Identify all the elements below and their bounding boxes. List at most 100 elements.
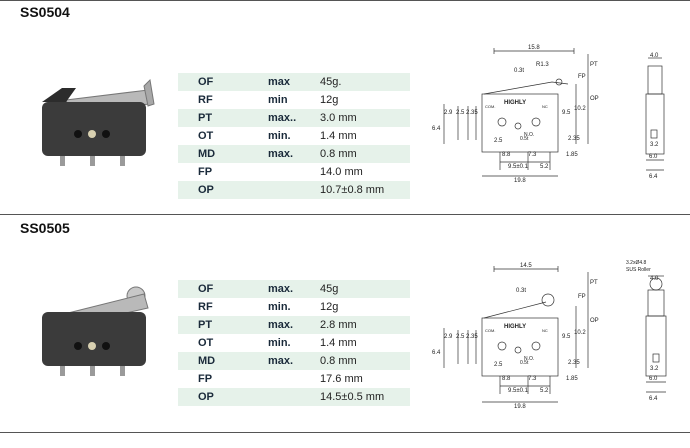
dim-0-5t: 0.5t [520, 136, 529, 142]
dim-7-3: 7.3 [528, 152, 537, 158]
dim-top-width: 14.5 [520, 263, 532, 269]
side-view-drawing: 3.2xØ4.8 SUS Roller 4.0 3.2 6.0 6.4 [626, 260, 667, 402]
top-divider [0, 0, 690, 1]
side-dim-mid: 3.2 [650, 366, 659, 372]
dim-2-9: 2.9 [444, 334, 453, 340]
dim-2-5: 2.5 [456, 110, 465, 116]
bottom-divider [0, 432, 690, 433]
dim-fp: FP [578, 74, 586, 80]
dim-0-5t: 0.5t [520, 360, 529, 366]
spec-value: 12g [320, 94, 339, 106]
side-view-drawing: 4.0 3.2 6.0 6.4 [645, 53, 665, 180]
brand-mark: HIGHLY [504, 324, 526, 330]
dim-6-4: 6.4 [432, 126, 441, 132]
terminal-nc: NC [542, 328, 548, 333]
spec-qualifier [268, 388, 320, 406]
dim-8-8: 8.8 [502, 376, 511, 382]
spec-key: OF [178, 280, 268, 298]
dim-5-2: 5.2 [540, 164, 549, 170]
dim-5-2: 5.2 [540, 388, 549, 394]
dim-10-2: 10.2 [574, 106, 586, 112]
dim-7-3: 7.3 [528, 376, 537, 382]
spec-value: 10.7±0.8 mm [320, 181, 410, 199]
model-title: SS0504 [20, 4, 70, 20]
spec-value: 12g [320, 301, 339, 313]
dim-9-5-tol: 9.5±0.1 [508, 388, 529, 394]
spec-qualifier: min. [268, 337, 291, 349]
spec-key: RF [198, 94, 213, 106]
dimension-drawing: 15.8 R1.3 0.3t PT OP FP HIGHLY COM. NC N… [432, 45, 599, 184]
spec-value: 1.4 mm [320, 130, 357, 142]
dim-10-2: 10.2 [574, 330, 586, 336]
dim-lever-thickness: 0.3t [516, 288, 526, 294]
dim-radius: R1.3 [536, 62, 549, 68]
dim-2-5: 2.5 [456, 334, 465, 340]
spec-qualifier: max.. [268, 109, 320, 127]
roller-size: 3.2xØ4.8 [626, 260, 647, 266]
spec-value: 45g [320, 280, 410, 298]
spec-qualifier: max. [268, 316, 320, 334]
side-dim-mid: 3.2 [650, 142, 659, 148]
dim-op: OP [590, 318, 599, 324]
switch-photo-lever [42, 78, 155, 166]
spec-row: OP 10.7±0.8 mm [178, 181, 410, 199]
spec-value: 17.6 mm [320, 373, 363, 385]
dim-2-9: 2.9 [444, 110, 453, 116]
dim-pt: PT [590, 280, 598, 286]
terminal-no: N.O. [524, 132, 534, 138]
dim-2-35: 2.35 [466, 334, 478, 340]
side-dim-total: 6.4 [649, 174, 658, 180]
spec-value: 45g. [320, 73, 410, 91]
spec-key: MD [178, 352, 268, 370]
spec-qualifier: max [268, 73, 320, 91]
spec-row: FP 14.0 mm [178, 163, 410, 181]
spec-key: OP [178, 388, 268, 406]
spec-key: OF [178, 73, 268, 91]
spec-key: PT [178, 316, 268, 334]
side-dim-total: 6.4 [649, 396, 658, 402]
spec-key: OP [178, 181, 268, 199]
spec-row: RF min 12g [178, 91, 410, 109]
spec-value: 2.8 mm [320, 316, 410, 334]
terminal-com: COM. [485, 104, 495, 109]
terminal-com: COM. [485, 328, 495, 333]
spec-qualifier [268, 181, 320, 199]
spec-qualifier: min. [268, 130, 291, 142]
dim-9-5: 9.5 [562, 334, 571, 340]
dimension-drawing: 14.5 0.3t PT OP FP HIGHLY COM. NC N.O. 2… [432, 263, 599, 410]
dim-fp: FP [578, 294, 586, 300]
dim-19-8: 19.8 [514, 178, 526, 184]
dim-lever-thickness: 0.3t [514, 68, 524, 74]
terminal-nc: NC [542, 104, 548, 109]
spec-key: FP [198, 166, 213, 178]
spec-value: 3.0 mm [320, 109, 410, 127]
dim-op: OP [590, 96, 599, 102]
spec-value: 14.5±0.5 mm [320, 388, 410, 406]
dim-1-85: 1.85 [566, 376, 578, 382]
spec-value: 0.8 mm [320, 145, 410, 163]
dim-1-85: 1.85 [566, 152, 578, 158]
side-dim-top: 4.0 [650, 53, 659, 59]
spec-value: 14.0 mm [320, 166, 363, 178]
spec-key: OT [198, 337, 214, 349]
brand-mark: HIGHLY [504, 100, 526, 106]
dim-9-5: 9.5 [562, 110, 571, 116]
spec-qualifier: min. [268, 301, 291, 313]
dim-pt: PT [590, 62, 598, 68]
dim-2-5-bottom: 2.5 [494, 138, 503, 144]
section-divider [0, 214, 690, 215]
spec-key: PT [178, 109, 268, 127]
dim-9-5-tol: 9.5±0.1 [508, 164, 529, 170]
spec-qualifier: min [268, 94, 288, 106]
